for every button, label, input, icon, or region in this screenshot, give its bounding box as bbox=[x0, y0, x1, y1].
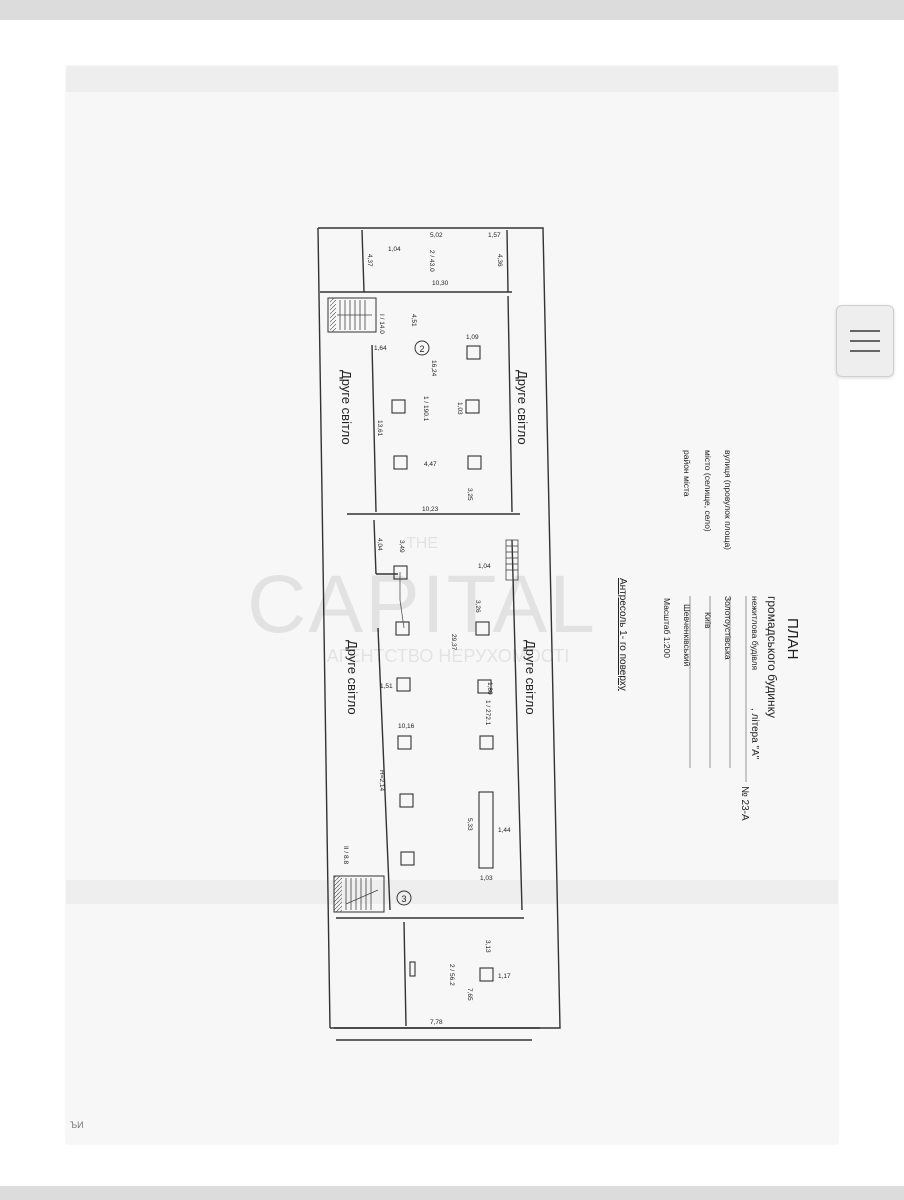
building-type: нежитлова будівля bbox=[750, 596, 760, 671]
second-light-label: Друге світло bbox=[339, 370, 354, 445]
dimension-label: 16,24 bbox=[430, 360, 437, 377]
dimension-label: 4,51 bbox=[410, 314, 417, 327]
dimension-label: 5,02 bbox=[430, 232, 443, 239]
staircase-right bbox=[505, 539, 519, 581]
dimension-label: 1,80 bbox=[486, 682, 493, 695]
title-block: ПЛАН громадського будинку нежитлова буді… bbox=[617, 450, 801, 821]
scale-label: Масштаб 1:200 bbox=[662, 598, 672, 658]
dimension-label: H=2,14 bbox=[378, 770, 385, 792]
dimension-label: 7,78 bbox=[430, 1019, 443, 1026]
room-area-label: 2 / 56.2 bbox=[448, 964, 455, 986]
connector-line bbox=[399, 572, 405, 629]
hamburger-menu-button[interactable] bbox=[836, 305, 894, 377]
dimension-label: 1,09 bbox=[466, 334, 479, 341]
bottom-bar bbox=[0, 1186, 904, 1200]
top-bar bbox=[0, 0, 904, 20]
building-outline bbox=[317, 227, 561, 1041]
dimension-label: 4,04 bbox=[376, 538, 383, 551]
svg-text:THE: THE bbox=[406, 535, 438, 552]
hamburger-menu-icon bbox=[850, 330, 880, 332]
letter-label: , літера "А" bbox=[749, 708, 760, 760]
street-value: Золотоустівська bbox=[723, 596, 733, 660]
dimension-label: 4,37 bbox=[366, 254, 373, 267]
dimension-label: 10,16 bbox=[398, 723, 415, 730]
dimension-label: 1,57 bbox=[488, 232, 501, 239]
district-value: Шевченківський bbox=[682, 604, 692, 667]
number-label: № 23-А bbox=[739, 786, 750, 821]
document-sheet bbox=[66, 66, 838, 1144]
city-label: місто (селище, село) bbox=[703, 450, 713, 532]
room-number: 2 bbox=[419, 344, 424, 354]
room-area-label: I / 14.0 bbox=[378, 314, 385, 334]
second-light-label: Друге світло bbox=[515, 370, 530, 445]
scan-footnote: ЪИ bbox=[70, 1120, 84, 1130]
dimension-label: 1,44 bbox=[498, 827, 511, 834]
room-area-label: 1 / 190.1 bbox=[422, 396, 429, 422]
svg-text:АГЕНТСТВО НЕРУХОМОСТІ: АГЕНТСТВО НЕРУХОМОСТІ bbox=[327, 646, 569, 666]
district-label: район міста bbox=[682, 450, 692, 497]
room-area-label: II / 8.8 bbox=[342, 846, 349, 864]
scan-shadow-band bbox=[66, 880, 838, 904]
dimension-label: 13,61 bbox=[376, 420, 383, 437]
dimension-label: 1,51 bbox=[380, 683, 393, 690]
dimension-label: 10,23 bbox=[422, 506, 439, 513]
dimension-label: 29,37 bbox=[450, 634, 457, 651]
hamburger-menu-icon bbox=[850, 350, 880, 352]
floor-caption: Антресоль 1- го поверху bbox=[617, 578, 628, 691]
columns bbox=[391, 345, 494, 982]
dimension-label: 4,36 bbox=[496, 254, 503, 267]
dimension-label: 1,64 bbox=[374, 345, 387, 352]
second-light-label: Друге світло bbox=[523, 640, 538, 715]
second-light-label: Друге світло bbox=[345, 640, 360, 715]
staircase-top bbox=[327, 297, 377, 333]
room-number: 3 bbox=[401, 894, 406, 904]
dimension-label: 1,03 bbox=[456, 402, 463, 415]
scan-shadow-band bbox=[66, 66, 838, 92]
city-value: Київ bbox=[703, 612, 713, 629]
hamburger-menu-icon bbox=[850, 340, 880, 342]
room-area-label: 1 / 272.1 bbox=[484, 700, 491, 726]
street-label: вулиця (провулок площа) bbox=[723, 450, 733, 550]
dimension-label: 4,47 bbox=[424, 461, 437, 468]
dimension-label: 3,26 bbox=[474, 600, 481, 613]
watermark: THE CAPITAL АГЕНТСТВО НЕРУХОМОСТІ bbox=[247, 535, 597, 666]
dimension-label: 10,30 bbox=[432, 280, 449, 287]
dimension-label: 3,13 bbox=[484, 940, 491, 953]
dimension-label: 1,17 bbox=[498, 973, 511, 980]
room-area-label: 2 / 43.0 bbox=[428, 250, 435, 272]
dimension-label: 3,49 bbox=[398, 540, 405, 553]
staircase-bottom bbox=[333, 875, 385, 913]
room-number-circle bbox=[396, 890, 412, 906]
dimension-label: 3,25 bbox=[466, 488, 473, 501]
room-number-circle bbox=[414, 340, 430, 356]
plan-subtitle: громадського будинку bbox=[765, 596, 779, 718]
plan-title: ПЛАН bbox=[784, 618, 801, 659]
dimension-label: 7,65 bbox=[466, 988, 473, 1001]
dimension-label: 1,03 bbox=[480, 875, 493, 882]
dimension-label: 1,04 bbox=[388, 246, 401, 253]
dimension-label: 5,33 bbox=[466, 818, 473, 831]
svg-text:CAPITAL: CAPITAL bbox=[247, 559, 597, 650]
dimension-label: 1,04 bbox=[478, 563, 491, 570]
